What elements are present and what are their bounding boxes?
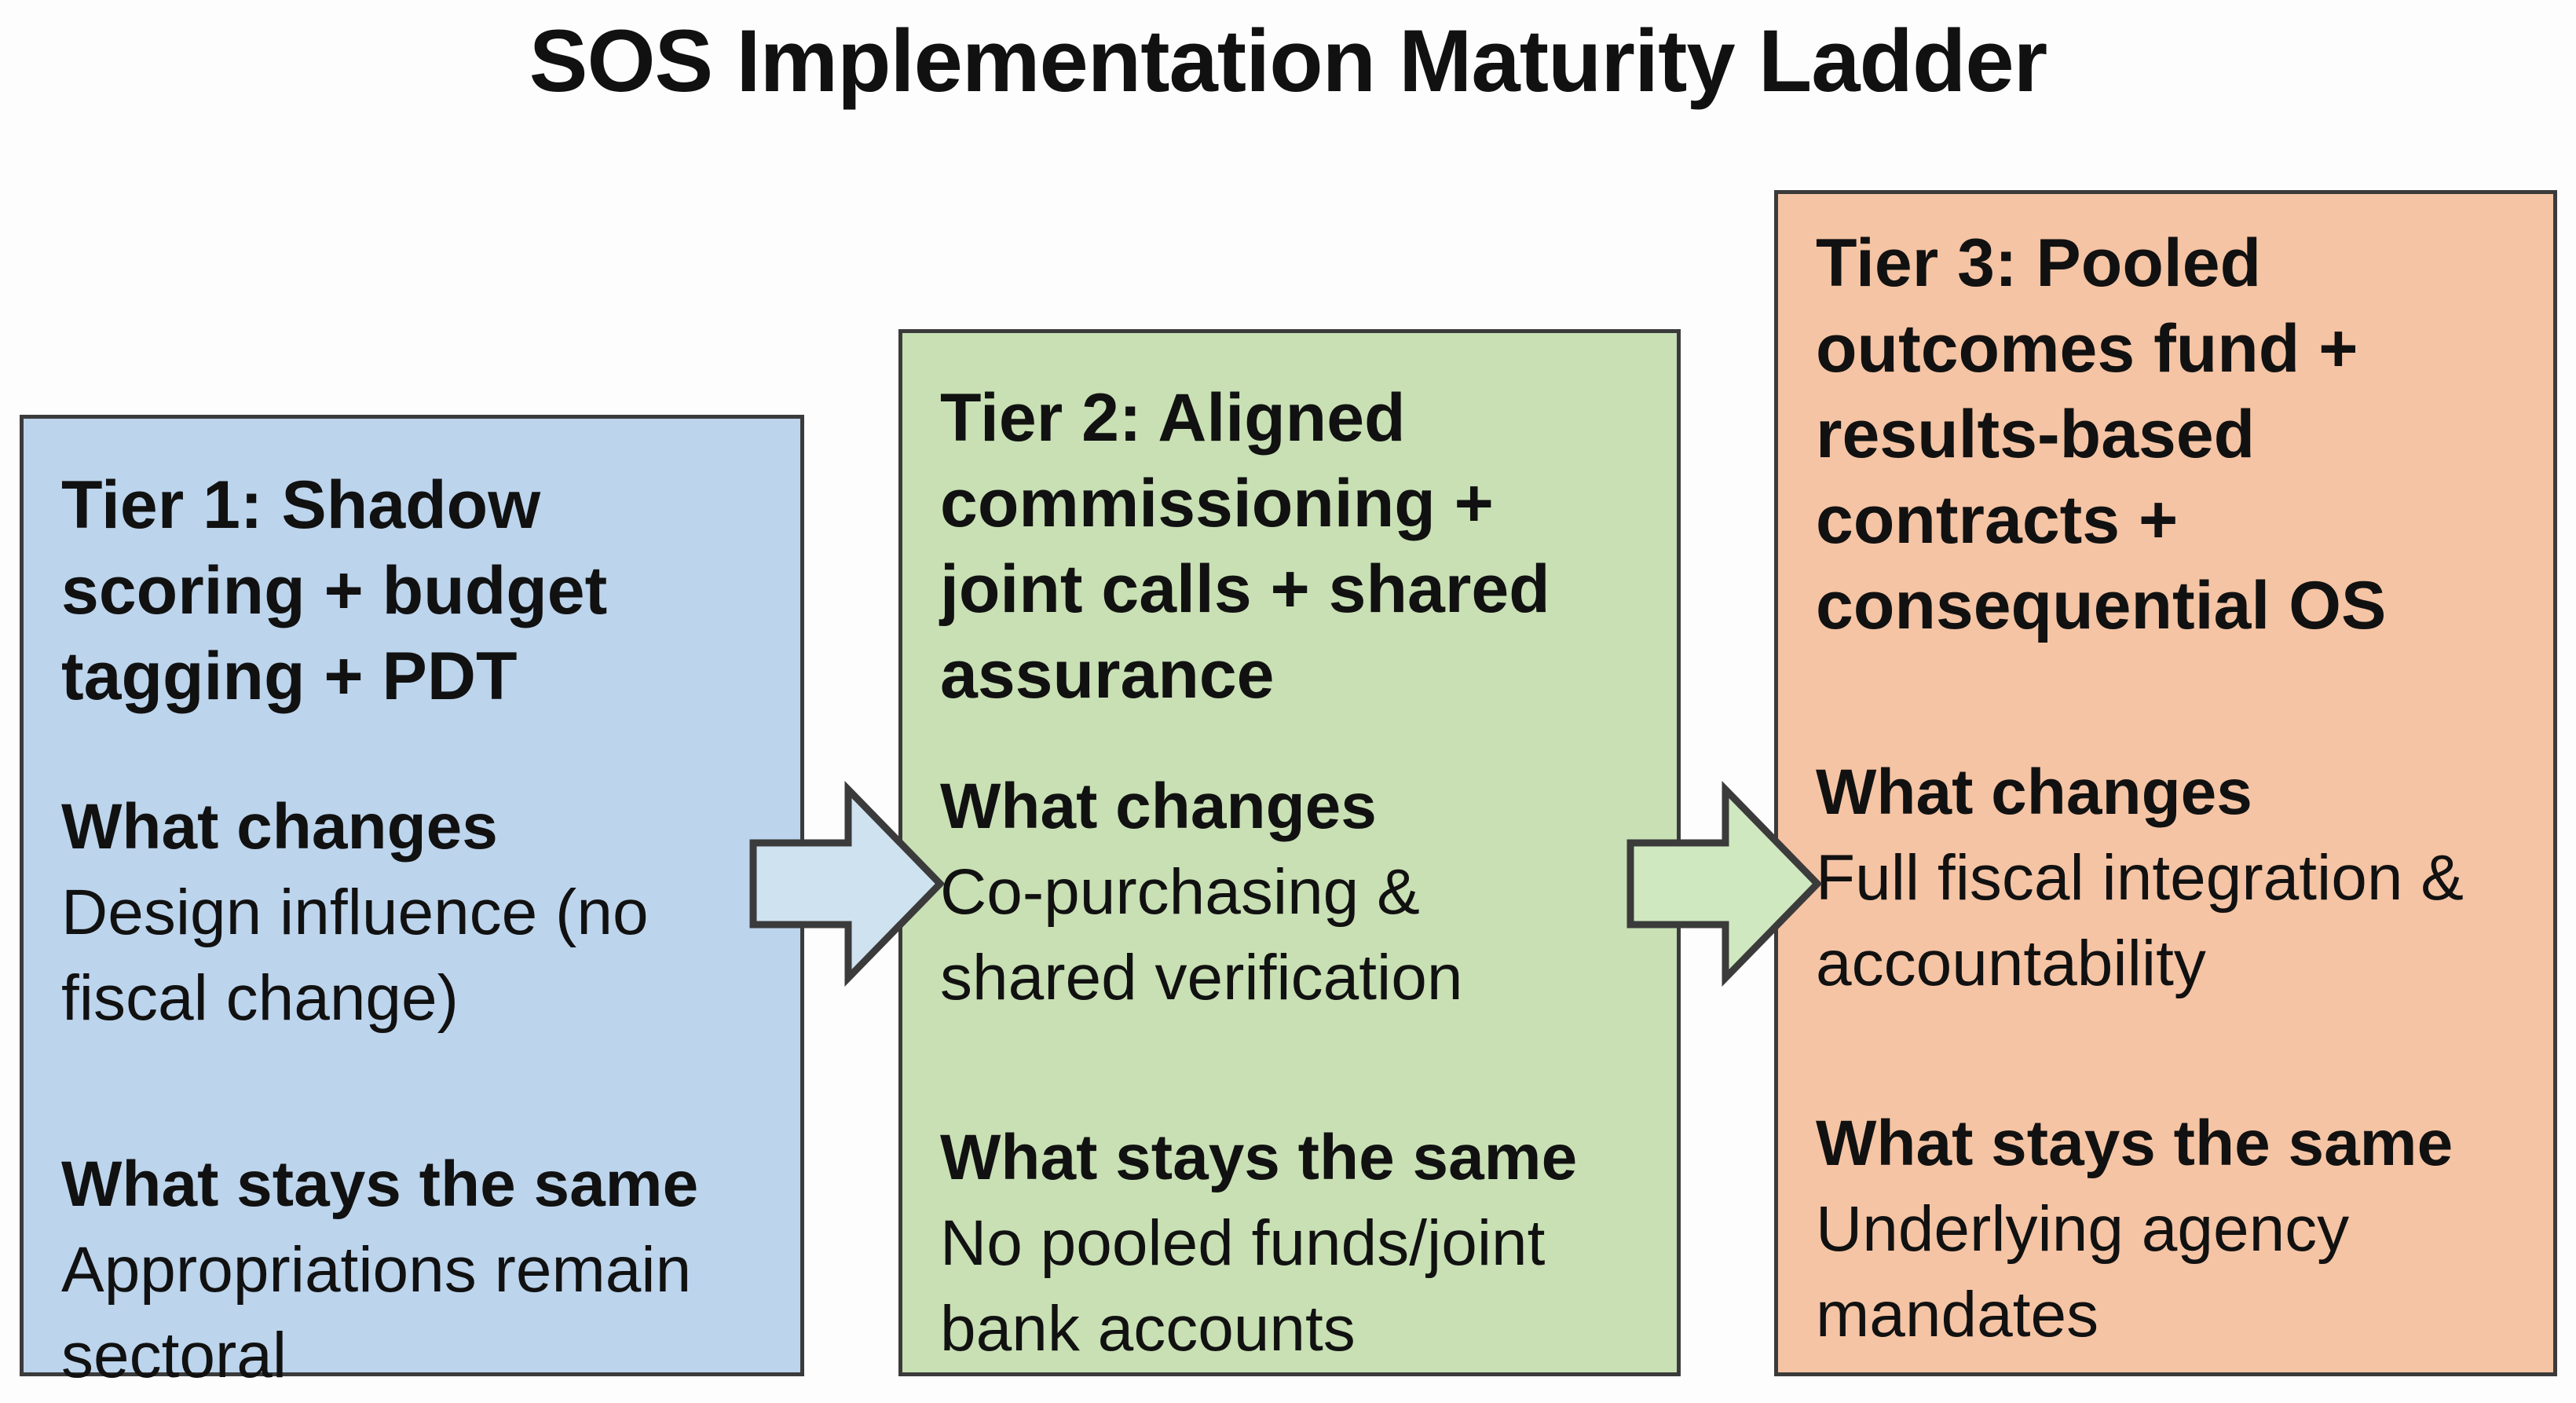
tier-3-heading: Tier 3: Pooled outcomes fund + results-b… <box>1816 225 2387 643</box>
tier-3-changes: What changes Full fiscal integration & a… <box>1816 749 2522 1006</box>
right-arrow-icon <box>1626 780 1823 987</box>
tier-3-same-text: Underlying agency mandates <box>1816 1193 2350 1350</box>
tier-2-same: What stays the same No pooled funds/join… <box>940 1115 1645 1372</box>
tier-2-box: Tier 2: Aligned commissioning + joint ca… <box>898 329 1681 1376</box>
tier-1-same: What stays the same Appropriations remai… <box>61 1141 769 1398</box>
right-arrow-icon <box>749 780 946 987</box>
tier-2-changes: What changes Co-purchasing & shared veri… <box>940 764 1645 1020</box>
tier-1-changes-text: Design influence (no fiscal change) <box>61 877 649 1034</box>
tier-1-same-label: What stays the same <box>61 1148 699 1220</box>
tier-3-box: Tier 3: Pooled outcomes fund + results-b… <box>1774 190 2557 1376</box>
tier-1-box: Tier 1: Shadow scoring + budget tagging … <box>20 415 804 1391</box>
tier-3-changes-text: Full fiscal integration & accountability <box>1816 842 2464 999</box>
tier-1-changes-label: What changes <box>61 791 498 863</box>
tier-2-changes-label: What changes <box>940 771 1377 842</box>
tier-3-changes-label: What changes <box>1816 756 2252 828</box>
tier-3-same: What stays the same Underlying agency ma… <box>1816 1101 2522 1357</box>
tier-1-changes: What changes Design influence (no fiscal… <box>61 784 769 1041</box>
tier-2-heading: Tier 2: Aligned commissioning + joint ca… <box>940 380 1550 712</box>
diagram-title: SOS Implementation Maturity Ladder <box>529 12 2048 110</box>
tier-1-heading: Tier 1: Shadow scoring + budget tagging … <box>61 467 608 714</box>
tier-2-same-text: No pooled funds/joint bank accounts <box>940 1207 1546 1365</box>
tier-1-same-text: Appropriations remain sectoral <box>61 1234 692 1391</box>
tier-3-same-label: What stays the same <box>1816 1108 2453 1179</box>
tier-2-same-label: What stays the same <box>940 1122 1578 1193</box>
tier-2-changes-text: Co-purchasing & shared verification <box>940 856 1463 1013</box>
